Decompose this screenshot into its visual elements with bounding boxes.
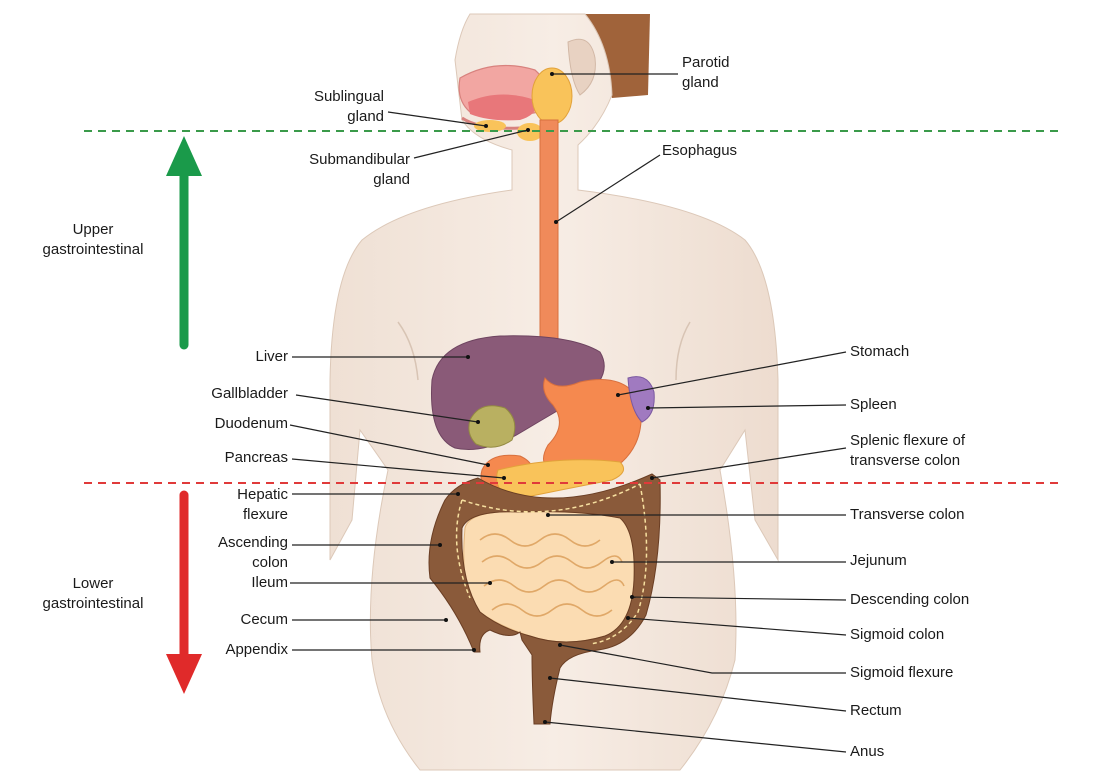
leader-sublingual xyxy=(387,111,487,127)
label-gallbladder: Gallbladder xyxy=(211,385,288,402)
label-submandibular-gland: Submandibular gland xyxy=(309,151,410,188)
label-upper-gastrointestinal: Upper gastrointestinal xyxy=(42,221,144,258)
chest-line-left xyxy=(397,321,419,381)
label-hepatic-flexure: Hepatic flexure xyxy=(237,486,288,523)
label-appendix: Appendix xyxy=(225,641,288,658)
label-stomach: Stomach xyxy=(850,343,910,360)
submandibular-gland-shape xyxy=(517,123,543,141)
label-splenic-flexure: Splenic flexure of transverse colon xyxy=(850,432,966,469)
leader-duodenum xyxy=(289,424,489,466)
leader-splenic-flexure xyxy=(651,447,847,479)
label-lower-gastrointestinal: Lower gastrointestinal xyxy=(42,575,144,612)
chest-line-right xyxy=(675,321,691,381)
label-sublingual-gland: Sublingual gland xyxy=(313,88,384,125)
label-liver: Liver xyxy=(255,348,288,365)
small-intestine-folds xyxy=(479,533,625,617)
label-anus: Anus xyxy=(850,743,885,760)
label-esophagus: Esophagus xyxy=(662,142,738,159)
leader-stomach xyxy=(617,351,847,396)
sublingual-gland-shape xyxy=(474,120,506,132)
label-sigmoid-colon: Sigmoid colon xyxy=(850,626,945,643)
label-sigmoid-flexure: Sigmoid flexure xyxy=(850,664,954,681)
label-descending-colon: Descending colon xyxy=(850,591,970,608)
leader-sigmoid-flexure xyxy=(559,644,846,674)
label-pancreas: Pancreas xyxy=(224,449,288,466)
parotid-gland-shape xyxy=(531,67,573,125)
leader-gallbladder xyxy=(295,394,479,423)
label-ileum: Ileum xyxy=(251,574,288,591)
label-jejunum: Jejunum xyxy=(850,552,907,569)
label-parotid-gland: Parotid gland xyxy=(682,54,730,91)
spleen-shape xyxy=(627,376,655,423)
leader-sigmoid-colon xyxy=(627,617,847,636)
leader-esophagus xyxy=(555,154,661,223)
label-duodenum: Duodenum xyxy=(214,415,288,432)
upper-arrow-head xyxy=(166,136,202,176)
leader-spleen xyxy=(647,404,847,409)
label-rectum: Rectum xyxy=(850,702,902,719)
tongue xyxy=(468,94,536,121)
label-transverse-colon: Transverse colon xyxy=(850,506,965,523)
leader-submandibular xyxy=(413,129,529,159)
leader-descending-colon xyxy=(631,596,847,601)
lower-arrow-head xyxy=(166,654,202,694)
label-spleen: Spleen xyxy=(850,396,897,413)
leader-rectum xyxy=(549,677,847,712)
label-cecum: Cecum xyxy=(240,611,288,628)
colon-tenia xyxy=(455,483,648,645)
gallbladder-shape xyxy=(468,405,516,448)
leader-pancreas xyxy=(291,458,505,479)
label-ascending-colon: Ascending colon xyxy=(217,534,288,571)
leader-anus xyxy=(544,721,847,753)
hair-shape xyxy=(585,14,650,98)
